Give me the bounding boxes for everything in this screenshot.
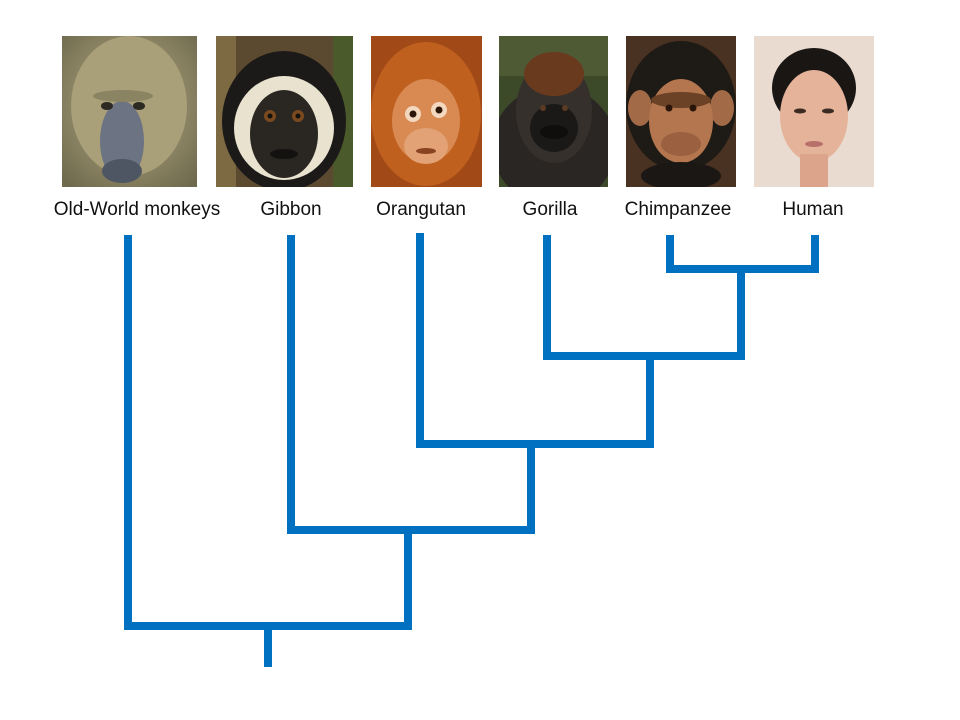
chimpanzee-photo xyxy=(626,36,736,187)
branch-old-world-monkeys-clade xyxy=(124,235,412,630)
taxon-label-human: Human xyxy=(782,199,844,220)
taxon-label-orangutan: Orangutan xyxy=(376,199,466,220)
baboon-photo xyxy=(62,36,197,187)
branch-gorilla-clade xyxy=(543,235,745,360)
taxon-label-gibbon: Gibbon xyxy=(260,199,322,220)
taxon-label-old-world-monkeys: Old-World monkeys xyxy=(53,199,221,220)
branch-gibbon-clade xyxy=(287,235,535,534)
taxon-label-gorilla: Gorilla xyxy=(522,199,578,220)
gorilla-photo xyxy=(499,36,608,187)
taxon-label-chimpanzee: Chimpanzee xyxy=(624,199,732,220)
human-photo xyxy=(754,36,874,187)
branch-chimpanzee-human xyxy=(666,235,819,273)
branch-orangutan-clade xyxy=(416,233,654,448)
gibbon-photo xyxy=(216,36,353,187)
orangutan-photo xyxy=(371,36,482,187)
